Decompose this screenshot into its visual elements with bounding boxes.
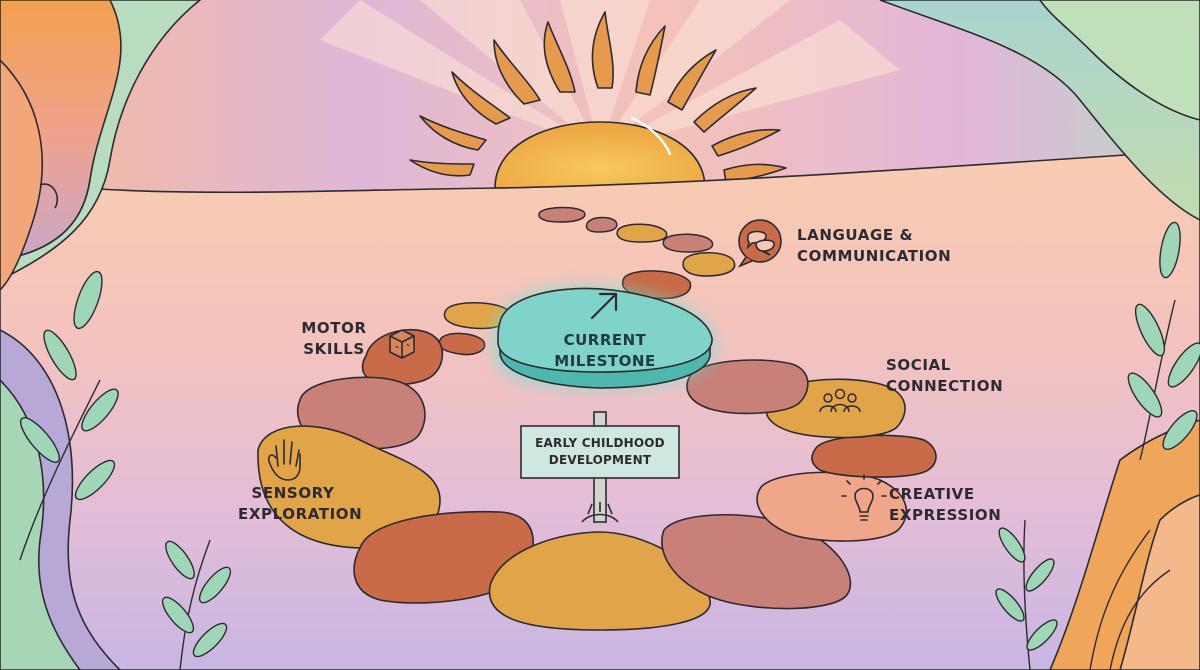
ground [0,149,1200,670]
creative-expression-label: CREATIVE EXPRESSION [889,484,1001,526]
language-communication-label: LANGUAGE & COMMUNICATION [797,225,951,267]
label-line: DEVELOPMENT [548,453,652,467]
label-line: COMMUNICATION [797,247,952,265]
left-waves [0,0,202,670]
label-line: SKILLS [303,340,365,358]
cube-block-icon [389,329,415,359]
sensory-exploration-label: SENSORY EXPLORATION [238,483,363,525]
label-line: LANGUAGE & [797,226,914,244]
signpost-label: EARLY CHILDHOOD DEVELOPMENT [521,435,679,469]
lightbulb-icon [841,474,887,521]
hand-icon [267,439,301,481]
label-line: CURRENT [563,331,647,349]
ring-stones [257,359,937,631]
social-connection-label: SOCIAL CONNECTION [886,355,1003,397]
label-line: EXPRESSION [889,506,1002,524]
label-line: CREATIVE [889,485,975,503]
speech-bubbles-icon [737,219,782,268]
plants [19,221,1200,670]
label-line: SOCIAL [886,356,951,374]
sun [409,11,787,189]
label-line: EARLY CHILDHOOD [535,436,665,450]
label-line: SENSORY [251,484,335,502]
group-people-icon [819,388,861,413]
label-line: CONNECTION [886,377,1004,395]
current-milestone-label: CURRENT MILESTONE [530,330,680,372]
arrow-up-right-icon [590,292,618,320]
label-line: EXPLORATION [238,505,363,523]
right-waves [879,0,1200,670]
motor-skills-label: MOTOR SKILLS [294,318,374,360]
current-milestone-stone [495,287,713,389]
label-line: MOTOR [301,319,367,337]
label-line: MILESTONE [554,352,656,370]
signpost [520,411,680,523]
